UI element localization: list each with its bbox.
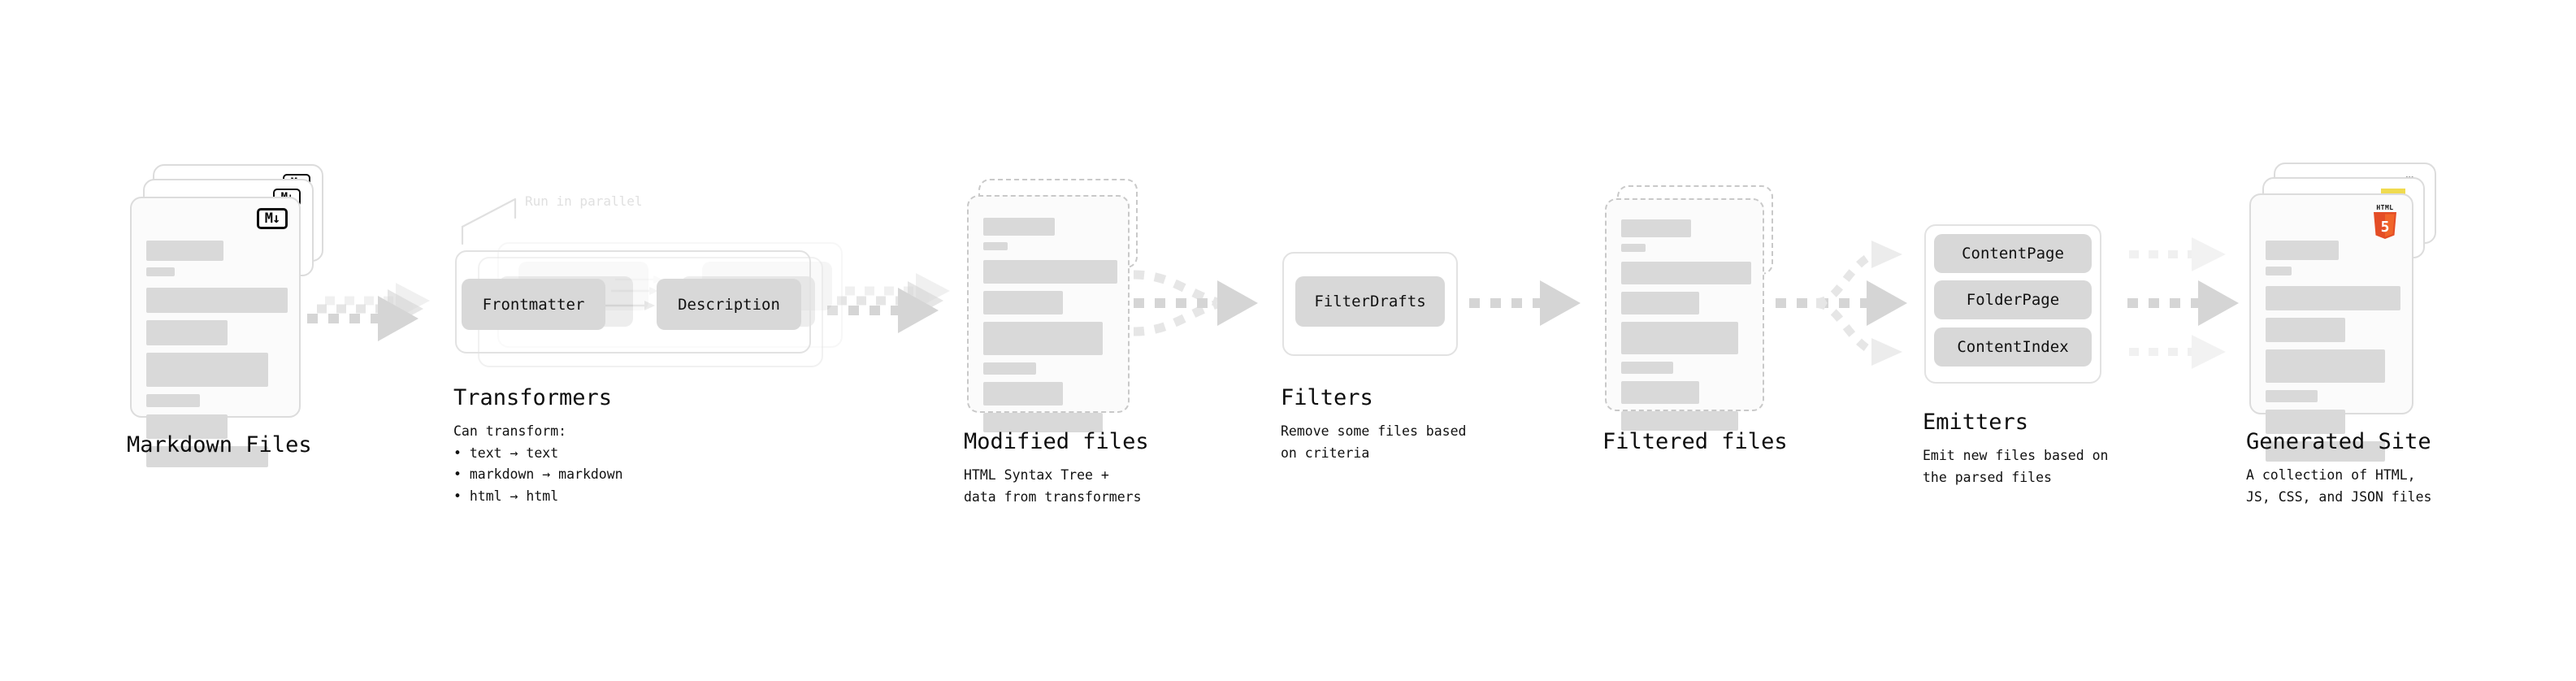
stage-title-generated-site: Generated Site — [2246, 429, 2431, 454]
skeleton-row — [1621, 322, 1738, 354]
skeleton-row — [983, 242, 1008, 250]
skeleton-row — [146, 241, 223, 261]
skeleton-row — [2266, 390, 2318, 402]
stage-subtitle-filters: Remove some files based on criteria — [1281, 423, 1467, 461]
markdown-icon: M↓ — [257, 208, 288, 229]
skeleton-row — [983, 218, 1055, 236]
stage-title-filters: Filters — [1281, 385, 1373, 410]
skeleton-row — [146, 267, 175, 276]
html5-icon-digit: 5 — [2381, 219, 2390, 236]
skeleton-row — [2266, 318, 2345, 342]
skeleton-row — [146, 446, 268, 467]
skeleton-row — [2266, 410, 2345, 434]
run-in-parallel-bracket — [461, 197, 517, 245]
html5-icon-label: HTML — [2376, 204, 2394, 211]
skeleton-row — [146, 414, 228, 439]
connector-transformers-to-modified — [827, 273, 950, 333]
skeleton-row — [146, 394, 200, 407]
skeleton-row — [983, 260, 1117, 284]
skeleton-row — [146, 288, 288, 313]
html5-icon: HTML 5 — [2371, 205, 2399, 241]
stage-title-modified-files: Modified files — [964, 429, 1149, 454]
modified-files-page-front[interactable] — [967, 195, 1130, 432]
stage-subtitle-emitters: Emit new files based on the parsed files — [1923, 448, 2109, 485]
skeleton-row — [983, 382, 1063, 406]
stage-subtitle-transformers: Can transform: • text → text • markdown … — [453, 423, 623, 505]
chip-folderpage[interactable]: FolderPage — [1934, 280, 2092, 319]
stage-title-transformers: Transformers — [453, 385, 613, 410]
skeleton-row — [2266, 241, 2339, 260]
html5-icon-shield: 5 — [2374, 212, 2396, 239]
skeleton-row — [1621, 244, 1646, 252]
markdown-skeleton — [146, 241, 288, 467]
chip-contentpage[interactable]: ContentPage — [1934, 234, 2092, 273]
filtered-files-skeleton — [1621, 219, 1751, 431]
connector-filters-to-filtered — [1469, 280, 1581, 326]
generated-site-page-front[interactable]: HTML 5 — [2249, 193, 2413, 462]
chip-frontmatter[interactable]: Frontmatter — [462, 279, 605, 330]
stage-subtitle-generated-site: A collection of HTML, JS, CSS, and JSON … — [2246, 467, 2432, 505]
skeleton-row — [1621, 219, 1691, 237]
skeleton-row — [983, 413, 1103, 432]
skeleton-row — [1621, 411, 1738, 431]
skeleton-row — [1621, 362, 1673, 374]
markdown-files-page-front[interactable]: M↓ — [130, 197, 301, 467]
modified-files-skeleton — [983, 218, 1117, 432]
chip-description[interactable]: Description — [657, 279, 801, 330]
generated-site-skeleton — [2266, 241, 2400, 462]
skeleton-row — [146, 320, 228, 345]
chip-filterdrafts[interactable]: FilterDrafts — [1295, 276, 1445, 327]
connector-filtered-to-emitters — [1776, 241, 1907, 366]
skeleton-row — [983, 362, 1036, 375]
skeleton-row — [983, 291, 1063, 314]
stage-title-filtered-files: Filtered files — [1602, 429, 1788, 454]
connector-md-to-transformers — [307, 283, 430, 341]
skeleton-row — [2266, 267, 2292, 275]
skeleton-row — [146, 353, 268, 387]
connector-emitters-to-site — [2127, 237, 2239, 369]
skeleton-row — [2266, 286, 2400, 310]
stage-title-emitters: Emitters — [1923, 410, 2029, 435]
skeleton-row — [1621, 381, 1699, 404]
connector-modified-to-filters — [1133, 270, 1258, 336]
stage-title-markdown-files: Markdown Files — [127, 432, 312, 458]
skeleton-row — [1621, 262, 1751, 284]
run-in-parallel-label: Run in parallel — [525, 193, 643, 209]
filtered-files-page-front[interactable] — [1605, 198, 1764, 431]
skeleton-row — [2266, 441, 2385, 462]
transformers-panel[interactable] — [455, 250, 811, 354]
skeleton-row — [2266, 349, 2385, 383]
skeleton-row — [983, 322, 1103, 355]
chip-contentindex[interactable]: ContentIndex — [1934, 327, 2092, 367]
skeleton-row — [1621, 292, 1699, 314]
stage-subtitle-modified-files: HTML Syntax Tree + data from transformer… — [964, 467, 1142, 505]
